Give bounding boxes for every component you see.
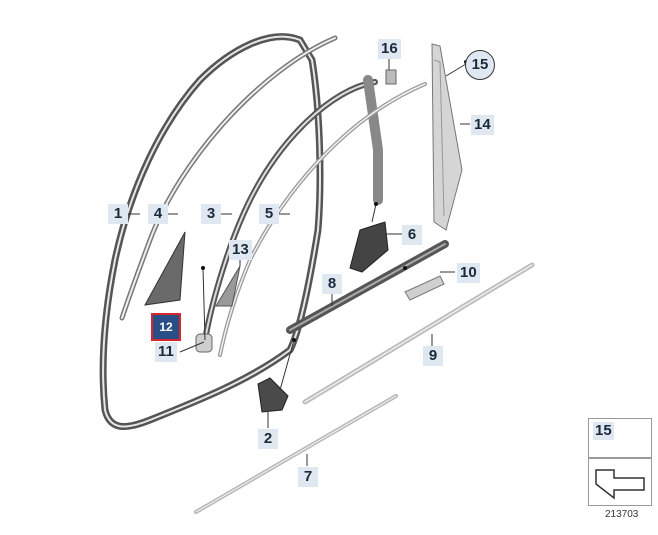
callout-7[interactable]: 7 (298, 467, 318, 487)
callout-6[interactable]: 6 (402, 225, 422, 245)
arrow-icon (595, 469, 645, 500)
legend-part-number: 15 (593, 422, 614, 440)
leader-lines (127, 58, 470, 466)
callout-8[interactable]: 8 (322, 274, 342, 294)
part-12-corner-cover (144, 231, 186, 306)
part-2-end-cap (257, 377, 289, 413)
legend-arrow-box (588, 458, 652, 506)
part-6-bracket (349, 221, 389, 273)
callout-1[interactable]: 1 (108, 204, 128, 224)
legend-part-box: 15 (588, 418, 652, 458)
part-11-clip (195, 333, 213, 353)
callout-3[interactable]: 3 (201, 204, 221, 224)
callout-14[interactable]: 14 (471, 115, 494, 135)
callout-13[interactable]: 13 (229, 240, 252, 260)
callout-10[interactable]: 10 (457, 263, 480, 283)
part-7-long-strip (194, 394, 398, 514)
callout-4[interactable]: 4 (148, 204, 168, 224)
reference-number: 213703 (605, 509, 639, 520)
part-5-seal-strip (218, 82, 427, 357)
part-10-clip-strip (404, 275, 445, 301)
part-16-clip (385, 69, 397, 85)
part-8-sill-strip (286, 240, 449, 334)
part-13-trim (215, 265, 241, 307)
callout-11[interactable]: 11 (155, 342, 177, 362)
part-3-window-channel (202, 75, 383, 343)
callout-16[interactable]: 16 (378, 39, 401, 59)
callout-15[interactable]: 15 (465, 50, 495, 80)
callout-2[interactable]: 2 (258, 429, 278, 449)
callout-9[interactable]: 9 (423, 346, 443, 366)
part-9-long-trim (302, 262, 535, 405)
callout-12-selected[interactable]: 12 (151, 313, 181, 341)
callout-5[interactable]: 5 (259, 204, 279, 224)
part-14-pillar-trim (431, 43, 463, 231)
part-1-door-seal (99, 33, 324, 431)
